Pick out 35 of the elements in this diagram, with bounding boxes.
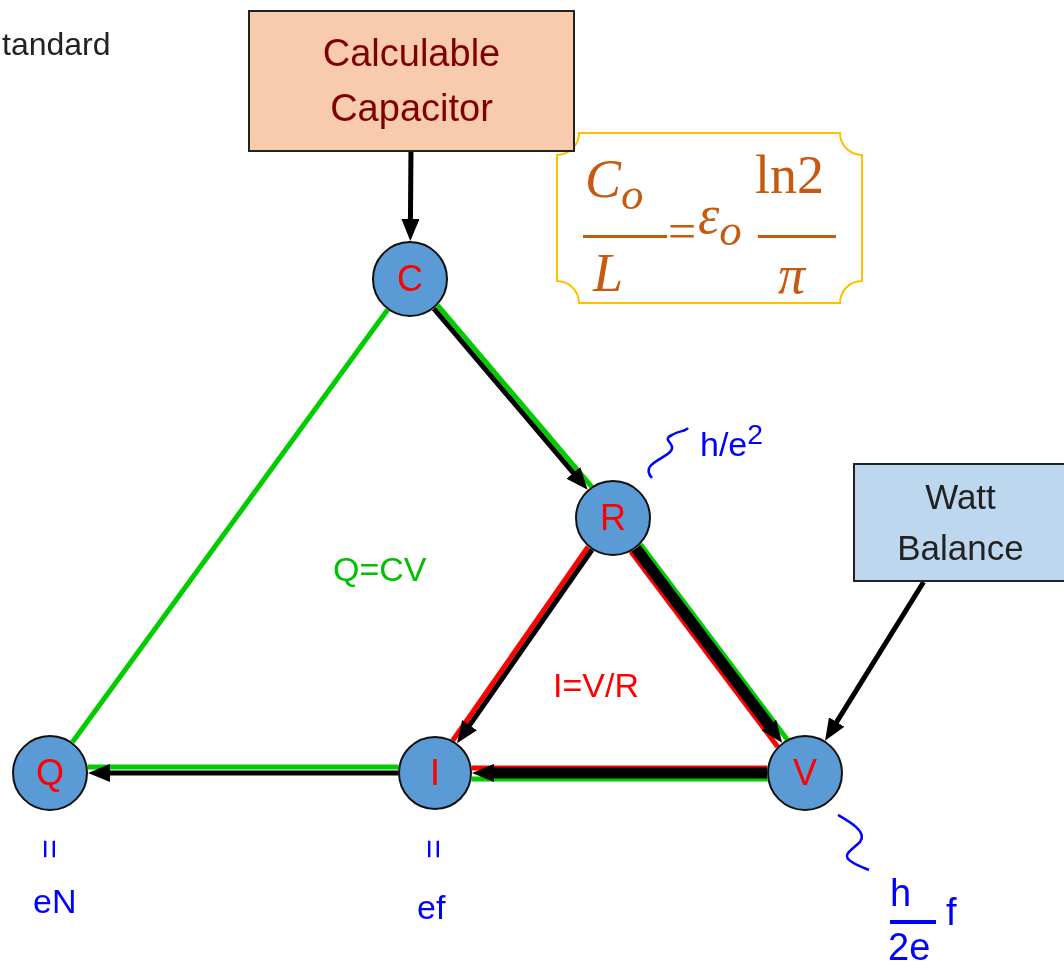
connector-line xyxy=(87,764,399,770)
partial-heading: tandard xyxy=(2,28,111,60)
node-label: R xyxy=(600,500,626,536)
node-label: C xyxy=(397,261,423,297)
connector-line xyxy=(471,765,768,771)
node-label: Watt Balance xyxy=(896,475,1025,569)
formula-text: f xyxy=(946,893,957,931)
connector-line xyxy=(70,308,390,744)
formula-text: h xyxy=(890,874,912,912)
circle-node xyxy=(575,480,651,556)
arrow xyxy=(825,580,926,741)
formula-term: = xyxy=(668,206,697,256)
process-box xyxy=(853,463,1064,582)
formula-text: ef xyxy=(417,890,446,924)
formula-term: C$_{o}$ xyxy=(585,152,644,217)
arrow xyxy=(88,764,398,782)
formula-text: eN xyxy=(33,884,77,918)
equals-sign: = xyxy=(32,839,67,859)
arrow xyxy=(401,152,420,241)
arrow xyxy=(472,764,767,782)
equation-label: I=V/R xyxy=(553,668,639,702)
node-label: V xyxy=(793,755,817,791)
formula-text: 2e xyxy=(888,928,931,966)
equals-sign: = xyxy=(416,839,451,859)
formula-term: L xyxy=(593,246,624,300)
node-label: I xyxy=(430,755,440,791)
formula-text: h/e$^{2}$ xyxy=(700,420,764,462)
equation-label: Q=CV xyxy=(333,552,427,586)
formula-term: ln2 xyxy=(755,148,824,202)
formula-term: ε$_{o}$ xyxy=(698,188,742,253)
formula-term: π xyxy=(778,248,806,302)
connector-line xyxy=(471,776,768,782)
process-box xyxy=(248,10,575,152)
node-label: Calculable Capacitor xyxy=(321,30,502,131)
node-label: Q xyxy=(36,755,64,791)
